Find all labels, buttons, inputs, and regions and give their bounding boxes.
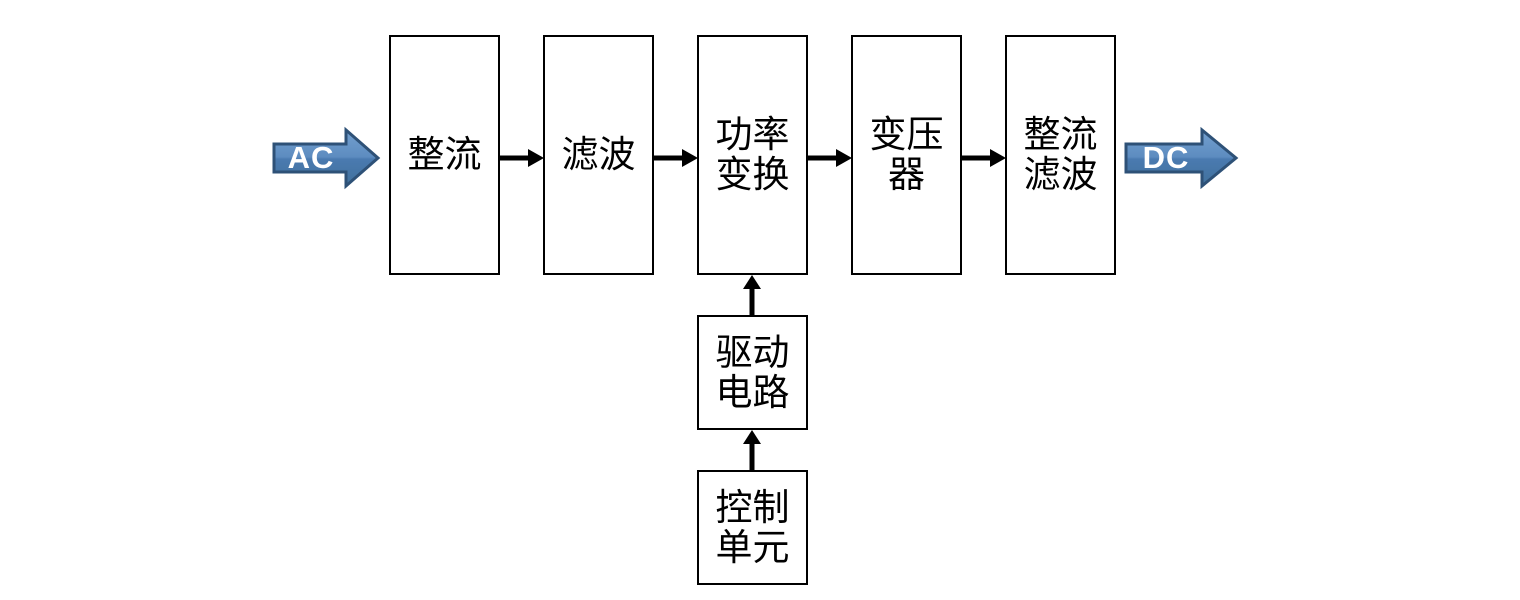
connector-control-unit-to-drive-circuit — [741, 430, 763, 472]
block-power-conversion[interactable]: 功率 变换 — [697, 35, 808, 275]
block-output-rectifier[interactable]: 整流 滤波 — [1005, 35, 1116, 275]
connector-rectifier-to-filter — [500, 147, 544, 169]
dc-output-arrow[interactable]: DC — [1124, 126, 1239, 190]
block-transformer-label: 变压 器 — [869, 113, 944, 196]
block-control-unit[interactable]: 控制 单元 — [697, 470, 808, 585]
block-power-conversion-label: 功率 变换 — [715, 113, 790, 196]
connector-power-conversion-to-transformer — [808, 147, 852, 169]
block-rectifier[interactable]: 整流 — [389, 35, 500, 275]
ac-input-arrow[interactable]: AC — [272, 126, 381, 190]
connector-drive-circuit-to-power-conversion — [741, 275, 763, 317]
block-rectifier-label: 整流 — [407, 133, 482, 177]
block-filter-label: 滤波 — [561, 133, 636, 177]
block-filter[interactable]: 滤波 — [543, 35, 654, 275]
block-output-rectifier-label: 整流 滤波 — [1023, 113, 1098, 196]
block-drive-circuit[interactable]: 驱动 电路 — [697, 315, 808, 430]
block-control-unit-label: 控制 单元 — [715, 485, 790, 569]
block-drive-circuit-label: 驱动 电路 — [715, 330, 790, 414]
connector-transformer-to-output-rectifier — [962, 147, 1006, 169]
connector-filter-to-power-conversion — [654, 147, 698, 169]
block-transformer[interactable]: 变压 器 — [851, 35, 962, 275]
